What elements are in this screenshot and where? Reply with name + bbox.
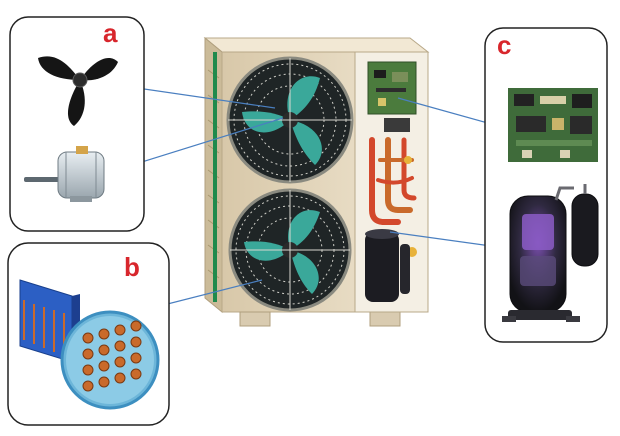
terminal-block [384,118,410,132]
panel-c-label: c [497,30,511,60]
panel-c: c [484,27,608,343]
panel-b: b [7,242,170,426]
unit-top-lid [203,37,430,53]
compressor-icon [502,184,599,322]
coil-magnified-detail-icon [60,310,160,410]
lower-fan [228,188,352,312]
panel-b-label: b [124,252,140,282]
fan-blade-icon [38,56,118,126]
service-compartment [354,51,429,313]
panel-a-label: a [103,18,118,48]
panel-a: a [9,16,145,232]
unit-foot-right [369,311,401,327]
unit-foot-left [239,311,271,327]
outdoor-unit [203,36,430,327]
control-pcb-icon [508,88,598,162]
upper-fan [226,56,354,184]
fan-motor-icon [24,146,105,202]
unit-compressor [365,232,399,302]
valve-1 [404,156,412,164]
green-accent-strip [213,52,217,302]
